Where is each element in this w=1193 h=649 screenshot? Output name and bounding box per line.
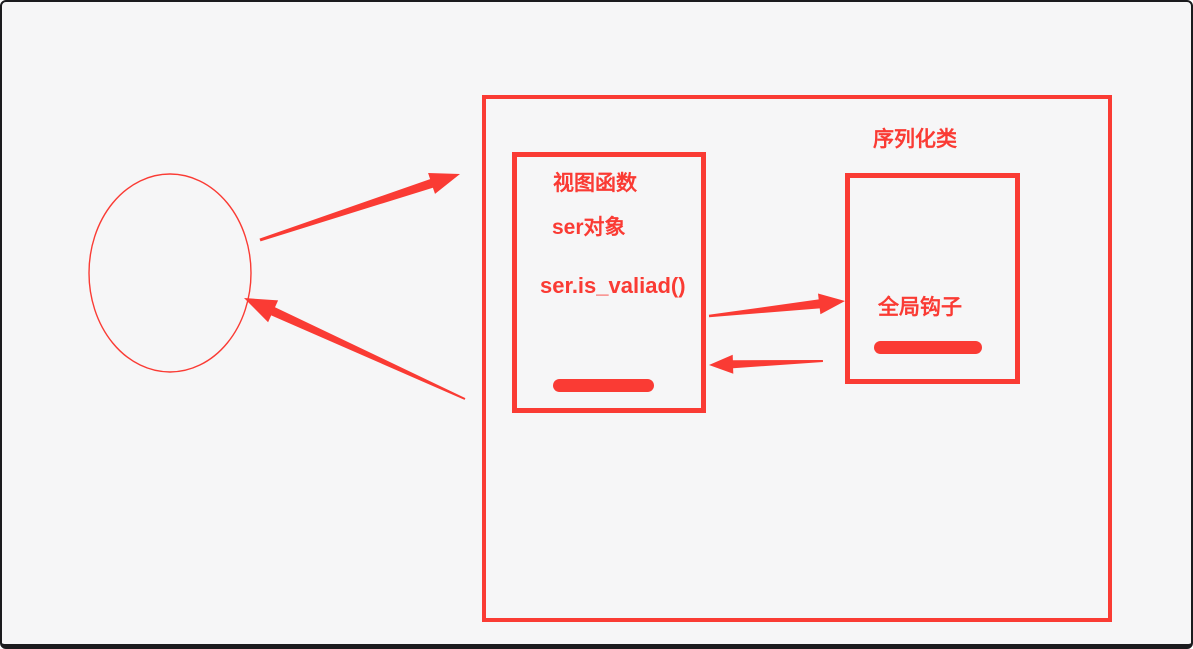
- view-box-underline-stroke: [553, 379, 654, 392]
- view-function-title: 视图函数: [553, 172, 637, 195]
- ser-object-label: ser对象: [552, 216, 626, 239]
- global-hook-label: 全局钩子: [878, 296, 962, 319]
- serializer-underline-stroke: [874, 341, 982, 354]
- serializer-box: [845, 173, 1020, 384]
- serializer-class-label: 序列化类: [873, 128, 957, 151]
- client-ellipse-node: [88, 173, 252, 373]
- arrow-client-to-frame-icon: [259, 173, 460, 242]
- view-function-box: [512, 152, 706, 413]
- outer-frame-box: [482, 95, 1112, 622]
- method-call-label: ser.is_valiad(): [540, 273, 686, 298]
- arrow-frame-to-client-icon: [244, 298, 466, 400]
